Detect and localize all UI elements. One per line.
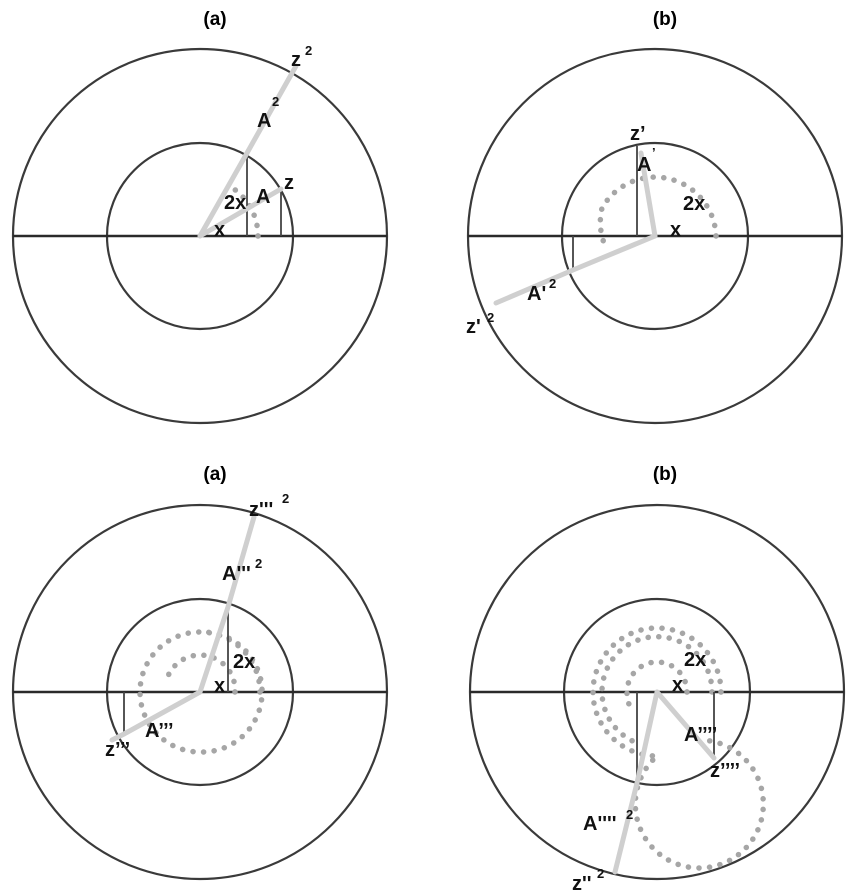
z-ray: [638, 150, 658, 239]
label-x: x: [214, 219, 225, 241]
label-z-squared: z'': [572, 873, 592, 891]
label-z-squared-sup: 2: [597, 866, 604, 881]
label-a-squared-sup: 2: [626, 807, 633, 822]
label-z-squared-sup: 2: [487, 310, 494, 325]
label-z: z’: [630, 123, 646, 145]
z-ray: [197, 186, 284, 239]
z-squared-ray: [197, 514, 257, 695]
panel-title: (a): [203, 464, 226, 485]
label-a-squared-sup: 2: [549, 276, 556, 291]
label-a: A: [637, 154, 651, 176]
label-z: z’’’: [105, 739, 130, 761]
z-ray: [654, 689, 717, 761]
label-x: x: [672, 674, 683, 696]
label-a-squared: A: [257, 110, 271, 132]
z-squared-ray: [612, 689, 660, 875]
label-a: A’’’’: [684, 724, 717, 746]
label-two-x: 2x: [233, 651, 255, 673]
label-a-squared: A''': [222, 563, 251, 585]
label-z: z: [284, 172, 294, 194]
label-z-squared: z: [291, 49, 301, 71]
label-a-squared-sup: 2: [255, 556, 262, 571]
z-squared-ray: [493, 233, 658, 306]
label-z: z’’’’: [710, 760, 740, 782]
dotted-angle-spiral-outer: [590, 625, 767, 871]
label-z-squared-sup: 2: [305, 43, 312, 58]
label-two-x: 2x: [683, 193, 705, 215]
label-z-squared: z': [466, 316, 481, 338]
label-x: x: [214, 675, 225, 697]
dotted-angle-spiral-inner: [165, 652, 238, 695]
label-a-squared-sup: 2: [272, 94, 279, 109]
label-two-x: 2x: [224, 192, 246, 214]
panel-bottom-right: (b) 2x x A’’’’ z’’’’ A'''' 2 z'' 2: [468, 464, 846, 891]
label-x: x: [670, 219, 681, 241]
label-z-squared: z''': [249, 499, 273, 521]
label-a: A: [256, 186, 270, 208]
panel-title: (a): [203, 9, 226, 30]
label-z-squared-sup: 2: [282, 491, 289, 506]
panel-title: (b): [653, 9, 677, 30]
label-a-squared: A': [527, 283, 546, 305]
panel-bottom-left: (a) z''' 2 A''' 2 2x x A’’’ z’’’: [11, 464, 389, 881]
label-a: A’’’: [145, 720, 174, 742]
panel-top-left: (a) z 2 A 2 z A 2x x: [11, 9, 389, 425]
dotted-angle-spiral-inner: [624, 659, 690, 713]
label-a-sup: ’: [652, 145, 656, 160]
label-two-x: 2x: [684, 649, 706, 671]
panel-title: (b): [653, 464, 677, 485]
z-ray: [109, 689, 203, 743]
z-squared-ray: [197, 63, 299, 239]
panel-top-right: (b) z’ A ’ 2x x A' 2 z' 2: [466, 9, 844, 425]
label-a-squared: A'''': [583, 813, 616, 835]
